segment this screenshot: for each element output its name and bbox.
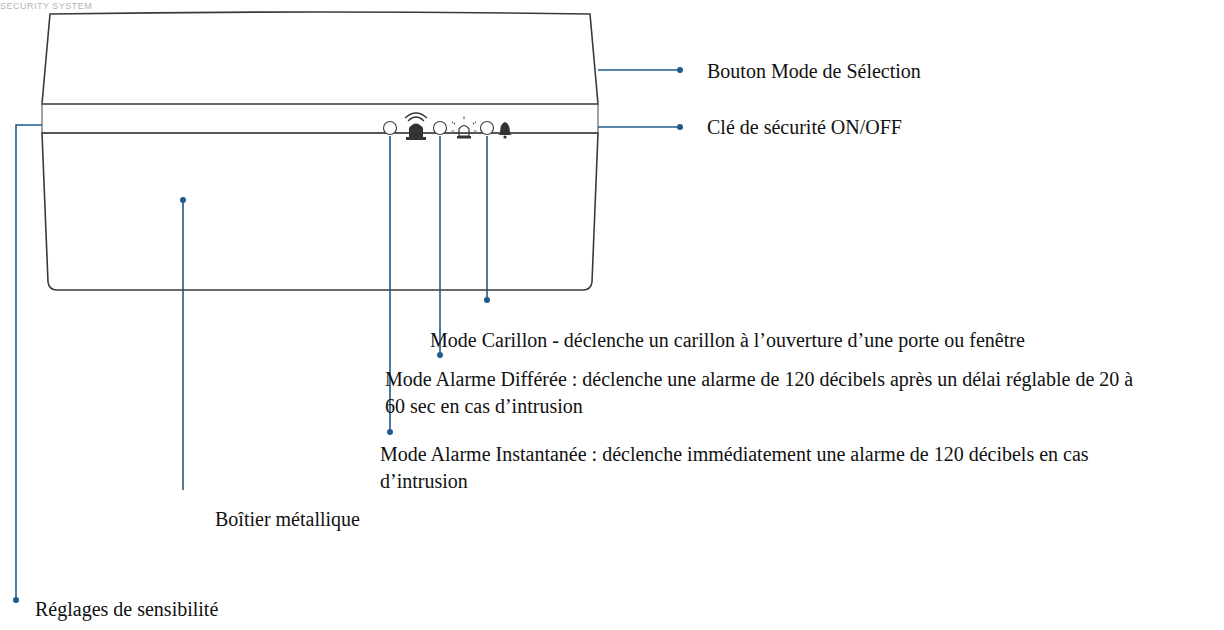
callout-label: Mode Carillon - déclenche un carillon à …	[430, 327, 1025, 354]
leader-line	[598, 69, 680, 71]
led	[481, 122, 494, 135]
siren-icon	[405, 113, 427, 140]
callout-label: Boîtier métallique	[215, 506, 360, 533]
device-band	[42, 104, 598, 133]
leader-line	[16, 125, 42, 600]
callout-label: Réglages de sensibilité	[35, 596, 218, 623]
callout-label: Bouton Mode de Sélection	[707, 58, 921, 85]
device-print: SECURITY SYSTEM	[0, 0, 1224, 12]
led	[384, 122, 397, 135]
led	[434, 122, 447, 135]
leader-line	[182, 200, 184, 490]
security-device	[42, 12, 598, 290]
device-housing	[42, 133, 598, 290]
callout-label: Mode Alarme Différée : déclenche une ala…	[385, 366, 1155, 420]
leader-line	[486, 136, 488, 300]
callout-label: Mode Alarme Instantanée : déclenche immé…	[380, 441, 1150, 495]
delayed-siren-icon	[451, 116, 477, 139]
leader-line	[439, 136, 441, 355]
mode-leds	[384, 122, 494, 135]
leader-line	[598, 126, 680, 128]
callout-label: Clé de sécurité ON/OFF	[707, 114, 902, 141]
device-top	[42, 12, 598, 104]
bell-icon	[498, 122, 512, 139]
